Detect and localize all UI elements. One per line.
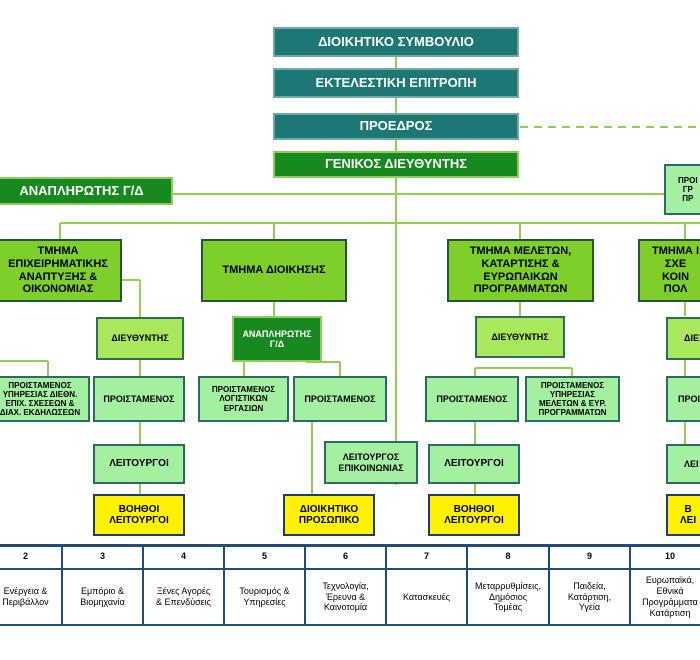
d2-deputy-box: ΑΝΑΠΛΗΡΩΤΗΣ Γ/Δ [232,316,322,362]
president-box: ΠΡΟΕΔΡΟΣ [273,113,519,140]
committee-cell: 10 Ευρωπαϊκά, Εθνικά Προγράμματα Κατάρτι… [631,546,700,626]
right-partial-box: ΠΡΟΙ ΓΡ ΠΡ [664,164,700,215]
committee-number: 2 [0,546,61,570]
d1-head-box: ΠΡΟΙΣΤΑΜΕΝΟΣ [93,376,185,422]
committees-top-rule [0,544,700,547]
general-director-box: ΓΕΝΙΚΟΣ ΔΙΕΥΘΥΝΤΗΣ [273,151,519,178]
committee-number: 10 [631,546,700,570]
committee-label: Ξένες Αγορές & Επενδύσεις [155,586,212,607]
d3-officers-box: ΛΕΙΤΟΥΡΓΟΙ [428,444,520,484]
d2-head-accounting-box: ΠΡΟΙΣΤΑΜΕΝΟΣ ΛΟΓΙΣΤΙΚΩΝ ΕΡΓΑΣΙΩΝ [198,376,289,422]
d3-head-studies-box: ΠΡΟΙΣΤΑΜΕΝΟΣ ΥΠΗΡΕΣΙΑΣ ΜΕΛΕΤΩΝ & ΕΥΡ. ΠΡ… [525,376,620,422]
d2-head-box: ΠΡΟΙΣΤΑΜΕΝΟΣ [293,376,387,422]
committee-number: 4 [144,546,223,570]
d1-director-box: ΔΙΕΥΘΥΝΤΗΣ [96,317,184,360]
executive-committee-box: ΕΚΤΕΛΕΣΤΙΚΗ ΕΠΙΤΡΟΠΗ [273,68,519,98]
d1-assistants-box: ΒΟΗΘΟΙ ΛΕΙΤΟΥΡΓΟΙ [93,494,185,536]
d3-director-box: ΔΙΕΥΘΥΝΤΗΣ [475,316,565,358]
committee-number: 3 [63,546,142,570]
d1-head-intl-box: ΠΡΟΙΣΤΑΜΕΝΟΣ ΥΠΗΡΕΣΙΑΣ ΔΙΕΘΝ. ΕΠΙΧ. ΣΧΕΣ… [0,376,90,422]
committee-label: Κατασκευές [402,591,451,602]
committee-number: 8 [468,546,548,570]
committee-label: Παιδεία, Κατάρτιση, Υγεία [567,580,612,613]
committee-number: 7 [387,546,466,570]
d4-director-box: ΔΙΕΥ [666,317,700,360]
committee-cell: 2 Ενέργεια & Περιβάλλον [0,546,63,626]
dept-relations-partial: ΤΜΗΜΑ Ι ΣΧΕ ΚΟΙΝ ΠΟΛ [638,239,700,302]
committee-label: Ευρωπαϊκά, Εθνικά Προγράμματα Κατάρτιση [642,575,698,618]
dept-administration: ΤΜΗΜΑ ΔΙΟΙΚΗΣΗΣ [201,239,347,302]
d4-head-box: ΠΡΟΙ [666,376,700,422]
d3-assistants-box: ΒΟΗΘΟΙ ΛΕΙΤΟΥΡΓΟΙ [428,494,520,536]
committee-cell: 9 Παιδεία, Κατάρτιση, Υγεία [550,546,631,626]
committee-cell: 6 Τεχνολογία, Έρευνα & Καινοτομία [306,546,387,626]
board-box: ΔΙΟΙΚΗΤΙΚΟ ΣΥΜΒΟΥΛΙΟ [273,27,519,57]
committee-cell: 5 Τουρισμός & Υπηρεσίες [225,546,306,626]
committee-cell: 8 Μεταρρυθμίσεις, Δημόσιος Τομέας [468,546,550,626]
committee-label: Τεχνολογία, Έρευνα & Καινοτομία [322,580,369,613]
d4-officers-box: ΛΕΙ [666,444,700,484]
d4-assistants-box: Β ΛΕΙ [666,494,700,536]
d2-admin-staff-box: ΔΙΟΙΚΗΤΙΚΟ ΠΡΟΣΩΠΙΚΟ [283,494,375,536]
committee-cell: 3 Εμπόριο & Βιομηχανία [63,546,144,626]
committee-number: 9 [550,546,629,570]
committee-cell: 7 Κατασκευές [387,546,468,626]
d1-officers-box: ΛΕΙΤΟΥΡΓΟΙ [93,444,185,484]
deputy-gd-box: ΑΝΑΠΛΗΡΩΤΗΣ Γ/Δ [0,177,173,205]
committee-cell: 4 Ξένες Αγορές & Επενδύσεις [144,546,225,626]
committee-number: 5 [225,546,304,570]
committee-label: Τουρισμός & Υπηρεσίες [239,586,290,607]
committee-label: Μεταρρυθμίσεις, Δημόσιος Τομέας [475,580,541,613]
dept-studies-training: ΤΜΗΜΑ ΜΕΛΕΤΩΝ, ΚΑΤΑΡΤΙΣΗΣ & ΕΥΡΩΠΑΙΚΩΝ Π… [447,239,594,302]
committee-label: Εμπόριο & Βιομηχανία [80,586,125,607]
d2-communication-box: ΛΕΙΤΟΥΡΓΟΣ ΕΠΙΚΟΙΝΩΝΙΑΣ [324,441,418,484]
dept-business-economy: ΤΜΗΜΑ ΕΠΙΧΕΙΡΗΜΑΤΙΚΗΣ ΑΝΑΠΤΥΞΗΣ & ΟΙΚΟΝΟ… [0,239,122,302]
committee-number: 6 [306,546,385,570]
d3-head-box: ΠΡΟΙΣΤΑΜΕΝΟΣ [425,376,519,422]
committee-label: Ενέργεια & Περιβάλλον [2,586,49,607]
